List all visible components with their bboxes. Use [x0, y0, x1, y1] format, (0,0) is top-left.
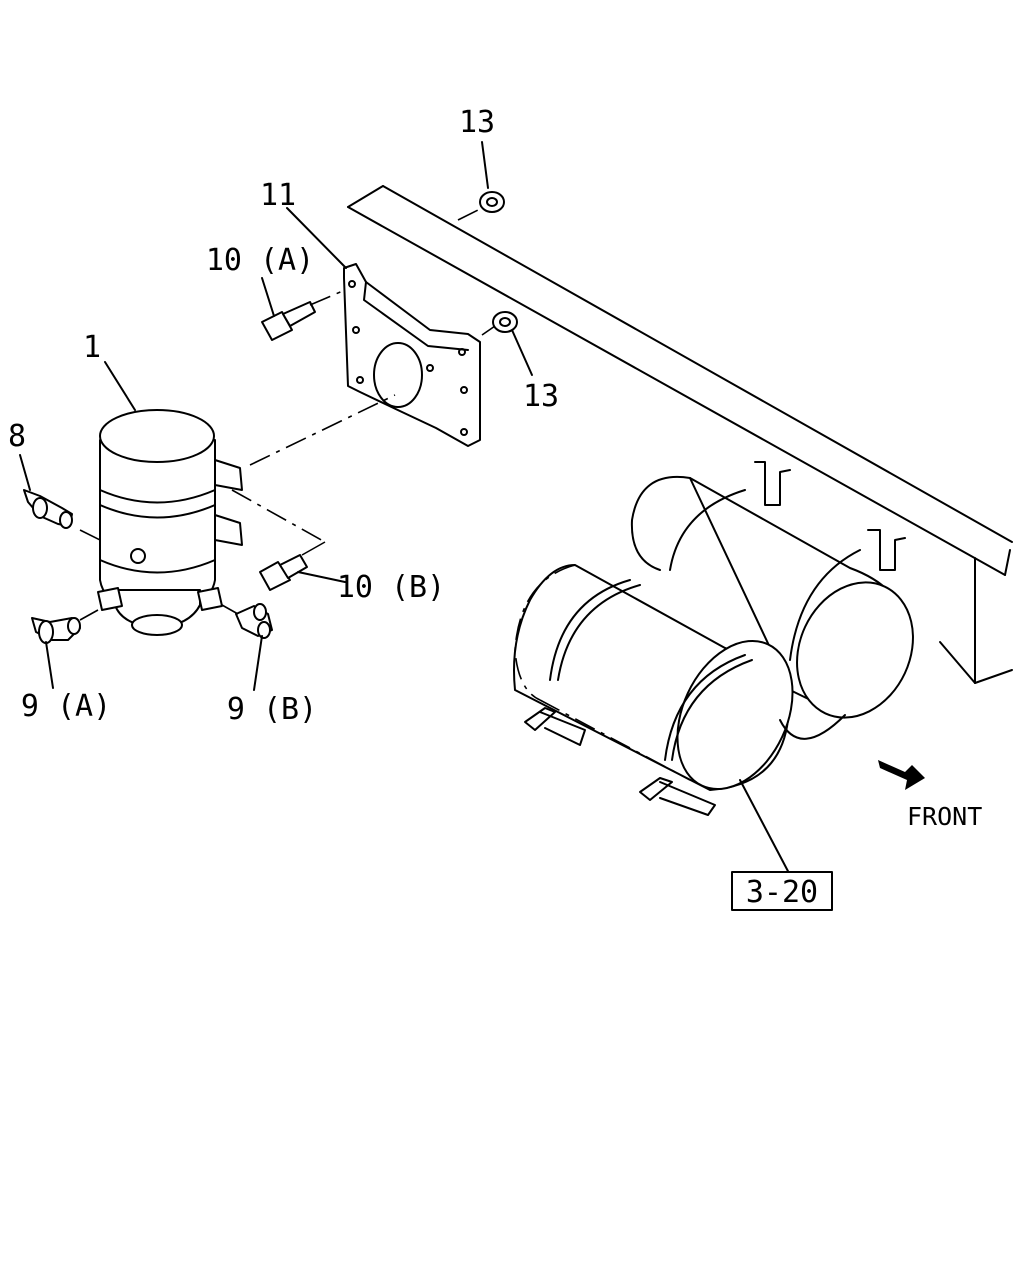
nut-top: [479, 191, 505, 213]
label-part-9a: 9 (A): [21, 689, 111, 724]
front-label: FRONT: [907, 802, 982, 831]
valve-8: [23, 489, 73, 529]
label-part-11: 11: [260, 178, 296, 213]
frame-rail: [347, 185, 1013, 684]
reference-box: 3-20: [731, 871, 833, 911]
part-labels: 13 11 10 (A) 13 1 8 10 (B) 9 (A) 9 (B): [8, 105, 559, 727]
label-part-10b: 10 (B): [337, 570, 445, 605]
mounting-bracket: [343, 263, 481, 447]
label-part-8: 8: [8, 419, 26, 454]
air-tank-assembly: [513, 461, 914, 876]
front-arrow-icon: [878, 760, 925, 790]
bolt-10b: [259, 554, 308, 591]
label-part-13-top: 13: [459, 105, 495, 140]
label-part-1: 1: [83, 330, 101, 365]
bolt-10a: [261, 289, 346, 341]
leader-lines: [19, 141, 533, 691]
fitting-9a: [31, 609, 99, 644]
nut-middle: [492, 311, 518, 333]
label-part-9b: 9 (B): [227, 692, 317, 727]
label-part-10a: 10 (A): [206, 243, 314, 278]
fitting-9b: [221, 603, 273, 639]
air-dryer: [79, 394, 396, 636]
label-part-13-mid: 13: [523, 379, 559, 414]
ref-box-label: 3-20: [746, 875, 818, 910]
